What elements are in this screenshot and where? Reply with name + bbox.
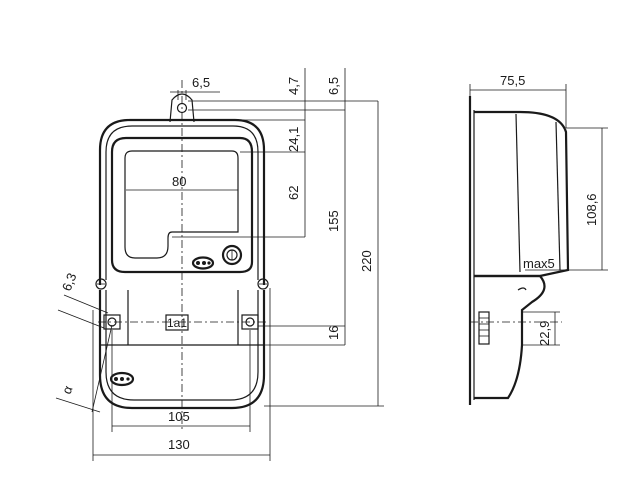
dim-top-offset-b: 6,5 [326, 77, 341, 95]
cover-profile [474, 110, 570, 278]
dim-bottom-offset: 22,9 [537, 321, 552, 346]
base-seal-icon [109, 371, 135, 387]
dim-max-gap: max5 [523, 256, 555, 271]
dim-lug-width: 6,5 [192, 75, 210, 90]
cover-screw-left [95, 278, 107, 290]
side-view: 75,5 108,6 max5 22,9 [468, 73, 608, 405]
base-outline [98, 290, 266, 410]
dim-hole-spacing: 105 [168, 409, 190, 424]
window-profile [555, 121, 561, 271]
window-frame [110, 136, 254, 274]
dim-lug-hole: 6,3 [59, 271, 80, 293]
cover-inner-outline [105, 125, 259, 280]
dim-top-offset-a: 4,7 [286, 77, 301, 95]
display-window [124, 150, 239, 259]
dim-total-width: 130 [168, 437, 190, 452]
front-view: 1a1 6,5 4,7 6,5 24,1 80 [55, 68, 384, 461]
terminal-label: 1a1 [167, 316, 187, 330]
dim-window-top: 24,1 [286, 127, 301, 152]
base-inner-outline [105, 290, 259, 401]
dim-total-height: 220 [359, 250, 374, 272]
mounting-screw-icon [478, 311, 490, 345]
dim-window-width: 80 [172, 174, 186, 189]
seal-icon [191, 256, 215, 270]
terminal-label-box [165, 314, 189, 331]
dim-lower-hole-offset: 16 [326, 326, 341, 340]
lug-hole [176, 102, 188, 114]
cover-step [515, 113, 521, 273]
terminal-profile [517, 287, 527, 291]
cover-screw-right [257, 278, 269, 290]
dim-depth: 75,5 [500, 73, 525, 88]
dim-center-height: 155 [326, 210, 341, 232]
cover-outline [98, 118, 266, 285]
base-profile [474, 274, 546, 400]
test-button-icon [221, 244, 243, 266]
dim-window-height: 62 [286, 186, 301, 200]
dim-angle: α [59, 383, 76, 396]
dim-body-height: 108,6 [584, 193, 599, 226]
hanging-lug [169, 93, 195, 123]
